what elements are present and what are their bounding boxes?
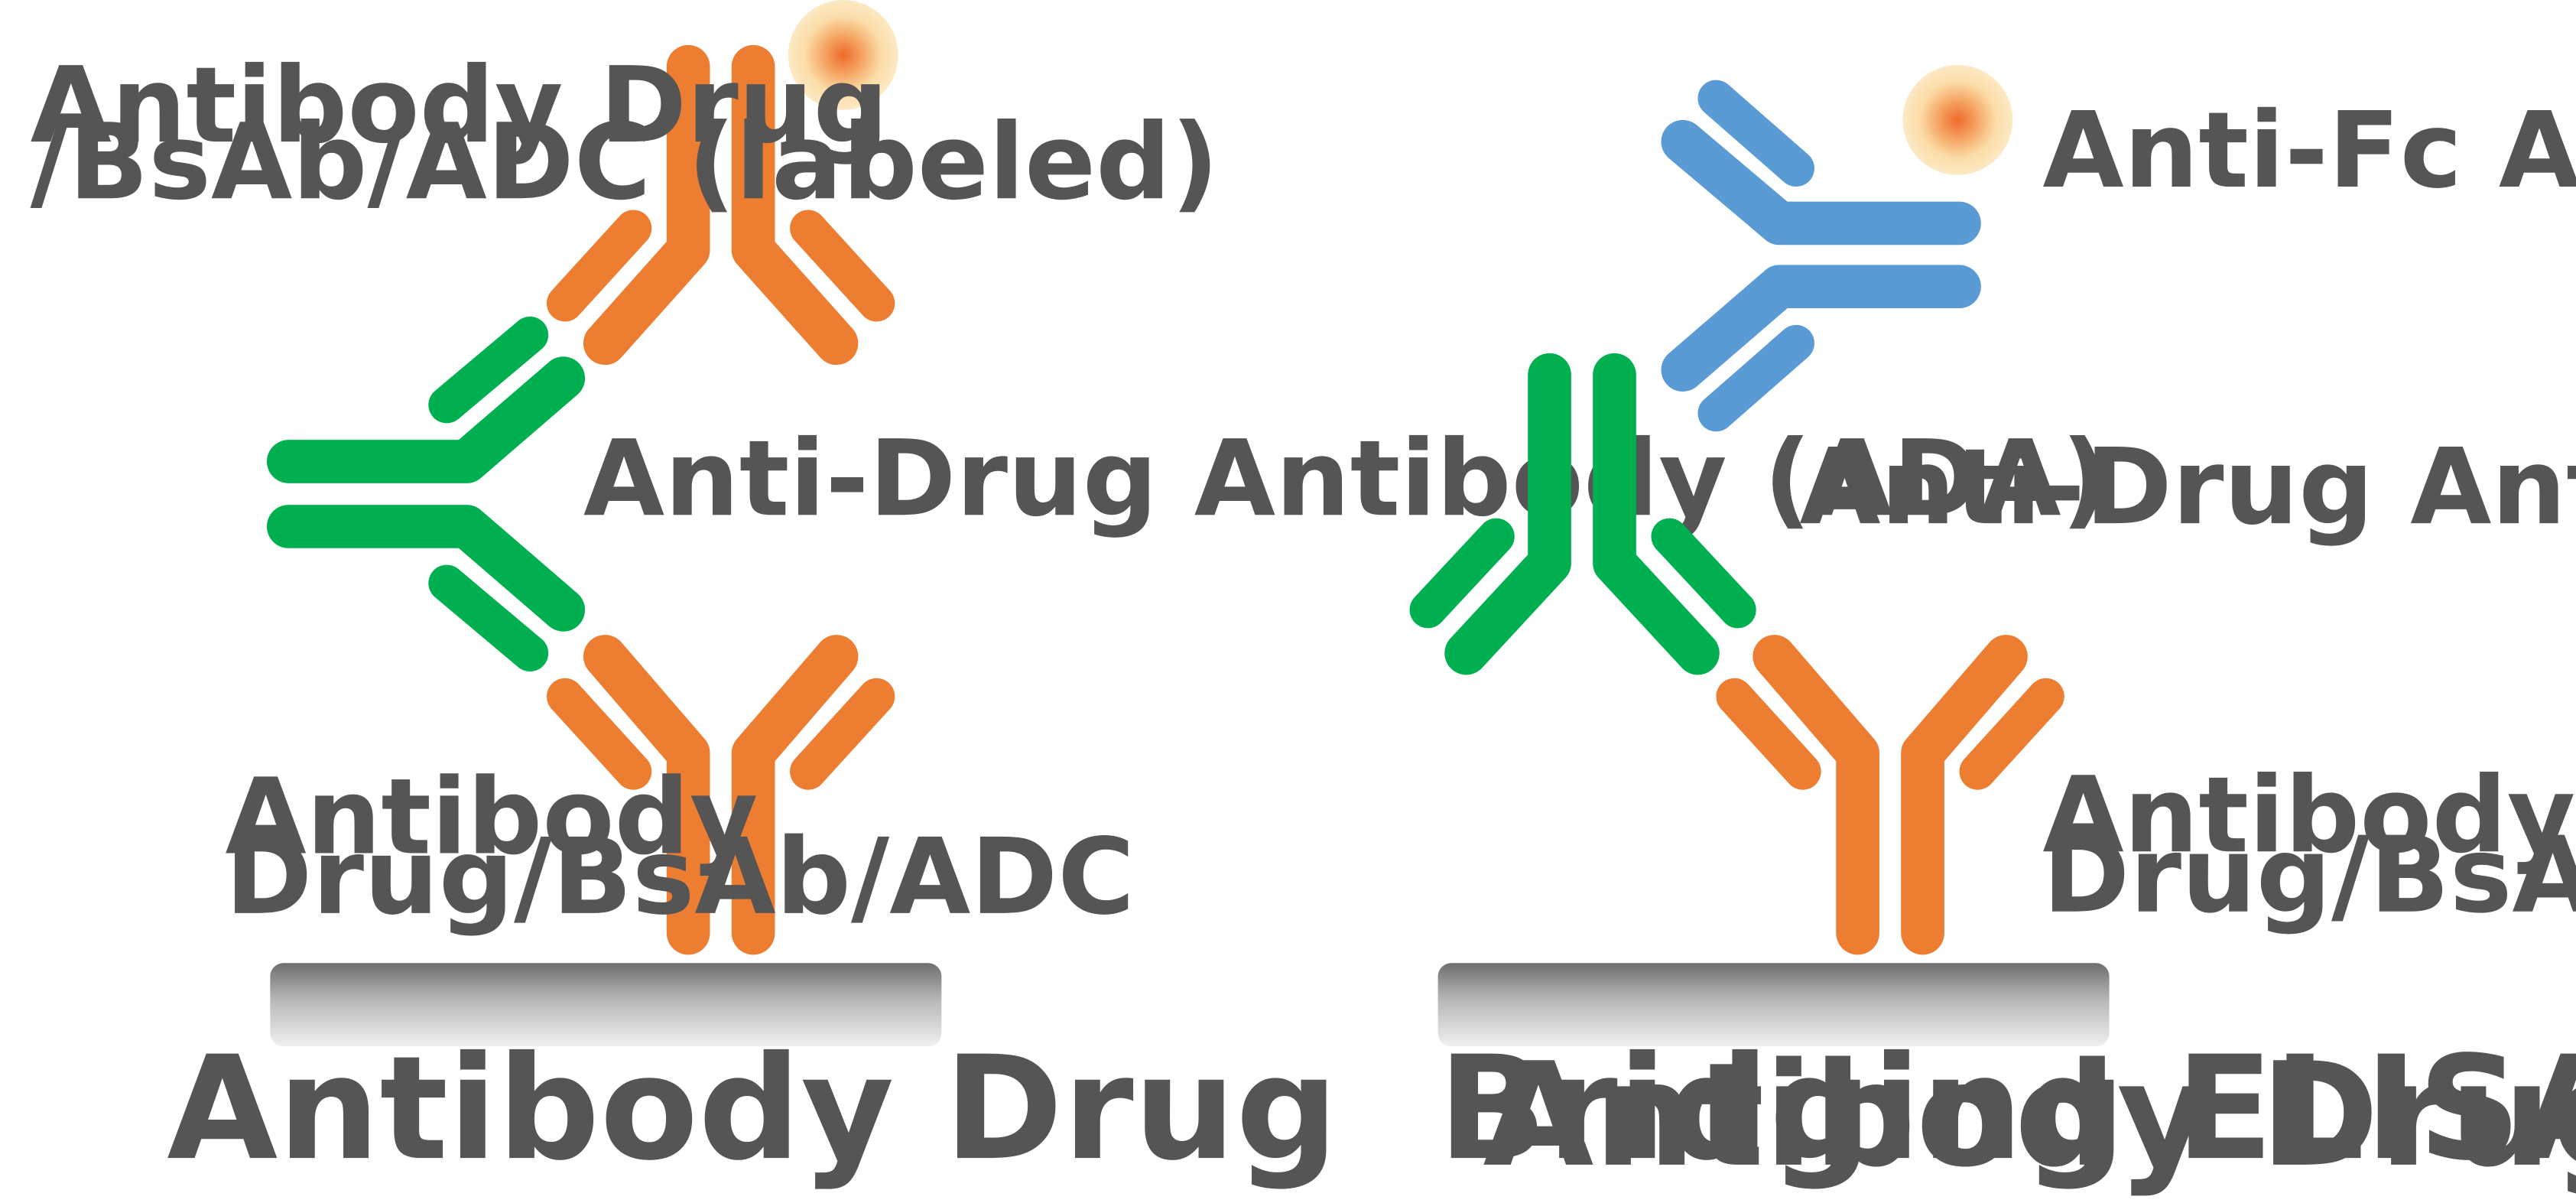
right-capture-drug-label-line1: Antibody	[2042, 755, 2575, 876]
right-panel-title: Antibody Drug Capture	[1483, 1032, 2576, 1199]
right-capture-antibody	[1716, 635, 2064, 955]
right-plate	[1437, 963, 2110, 1047]
labeled-drug-label-line2: /BsAb/ADC (labeled)	[31, 102, 1220, 223]
labeled-drug-label-2: /BsAb/ADC (labeled)	[31, 102, 1220, 223]
right-ada-antibody	[1409, 353, 1756, 675]
left-capture-drug-label-line1: Antibody	[226, 756, 759, 878]
right-capture-drug-label-line2: Drug/BsAb/ADC	[2042, 815, 2576, 937]
left-ada-antibody	[266, 316, 586, 672]
labeled-drug-label: Antibody Drug	[31, 45, 888, 167]
left-label-glow-icon	[788, 0, 898, 110]
left-plate	[270, 963, 942, 1047]
left-panel: Antibody Drug /BsAb/ADC (labeled) Anti-D…	[31, 0, 2576, 1192]
anti-fc-label: Anti-Fc Ab (labeled)	[2042, 90, 2576, 212]
left-labeled-drug-antibody	[546, 44, 895, 366]
left-ada-label: Anti-Drug Antibody (ADA)	[583, 418, 2109, 540]
left-capture-drug-label-line2: Drug/BsAb/ADC	[226, 817, 1135, 938]
labeled-drug-label-line1: Antibody Drug	[31, 45, 888, 167]
right-panel: Anti-Fc Ab (labeled) Anti-Drug Antibody …	[1409, 64, 2576, 1199]
left-capture-antibody	[546, 635, 895, 955]
left-panel-title: Antibody Drug Bridging ELISA	[167, 1026, 2576, 1192]
right-anti-fc-antibody	[1661, 80, 1981, 432]
right-label-glow-icon	[1902, 64, 2013, 175]
right-ada-label: Anti-Drug Antibody (ADA)	[1799, 427, 2576, 548]
